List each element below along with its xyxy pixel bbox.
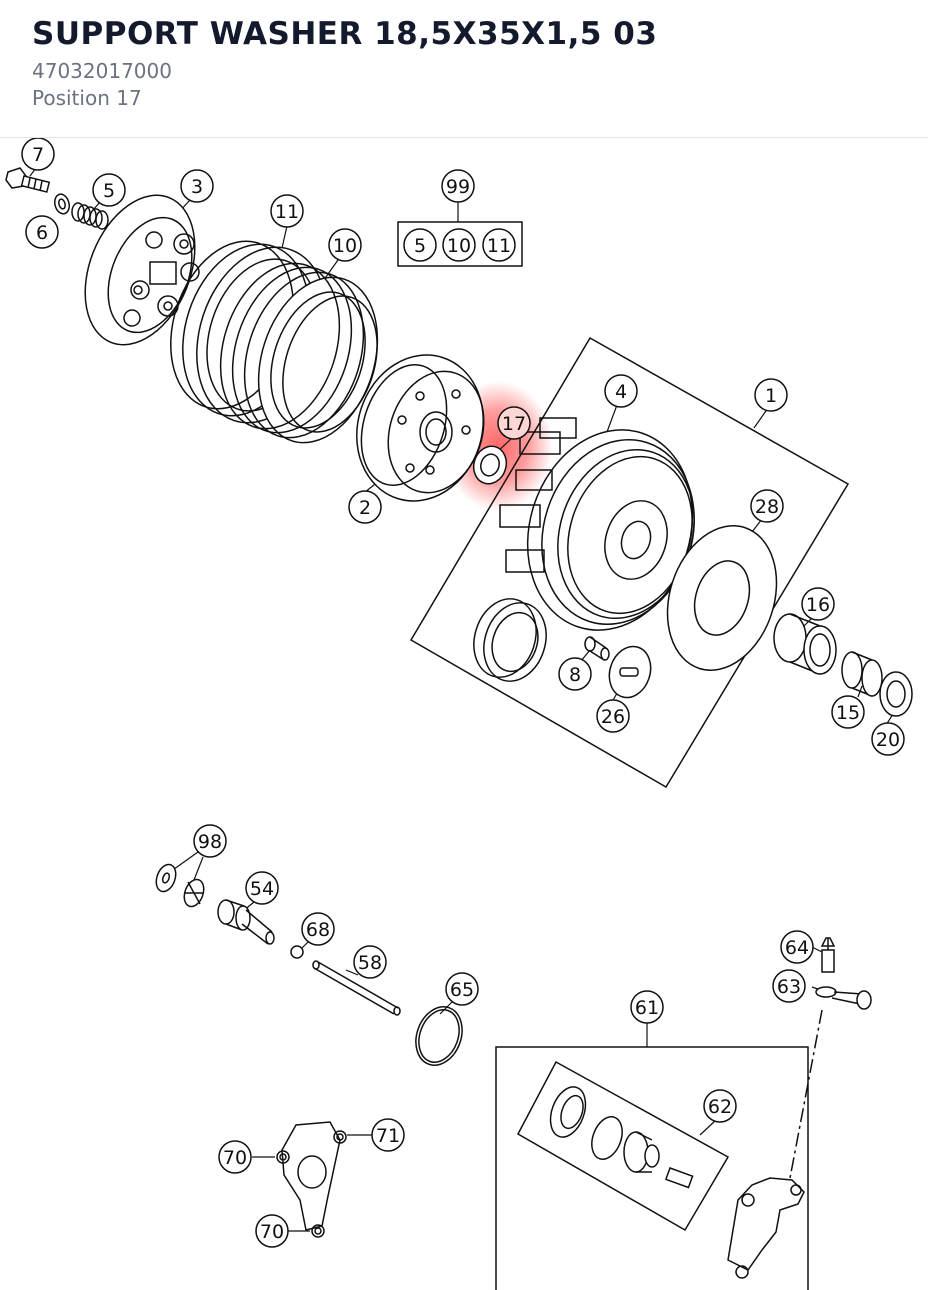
callout-20: 20: [871, 722, 905, 756]
spring-5: [71, 202, 109, 230]
primary-gear: [473, 598, 547, 682]
pin-8: [584, 636, 610, 661]
frame-62: [516, 1060, 730, 1232]
callout-7: 7: [21, 138, 55, 171]
callout-11: 11: [270, 194, 304, 228]
inner-hub-2: [356, 354, 485, 502]
callout-63: 63: [772, 969, 806, 1003]
slave-cylinder: [727, 1177, 805, 1279]
shaft-54: [217, 899, 275, 945]
svg-text:28: 28: [755, 496, 779, 518]
thrust-washer-28: [666, 525, 778, 671]
svg-text:4: 4: [615, 381, 627, 403]
cover-70-71: [276, 1121, 347, 1238]
svg-text:11: 11: [487, 235, 511, 257]
frame-clutch-basket: [409, 336, 850, 789]
callout-15: 15: [831, 695, 865, 729]
callout-1: 1: [754, 378, 788, 412]
svg-text:11: 11: [275, 201, 299, 223]
callout-61: 61: [630, 990, 664, 1024]
callout-3: 3: [180, 169, 214, 203]
callout-65: 65: [445, 972, 479, 1006]
callout-8: 8: [558, 657, 592, 691]
kit-99-box: [397, 221, 523, 267]
svg-text:63: 63: [777, 976, 801, 998]
bolt-7: [5, 167, 51, 193]
svg-text:10: 10: [333, 235, 357, 257]
svg-text:10: 10: [447, 235, 471, 257]
callout-28: 28: [750, 489, 784, 523]
sleeve-15: [841, 651, 883, 697]
svg-text:20: 20: [876, 729, 900, 751]
svg-text:68: 68: [306, 919, 330, 941]
svg-text:3: 3: [191, 176, 203, 198]
exploded-parts-diagram: 7 6 5 3 11 10 99 5 10 11 4 1 17 2 28 16 …: [5, 138, 913, 1290]
svg-text:98: 98: [198, 831, 222, 853]
svg-text:54: 54: [250, 878, 274, 900]
svg-text:16: 16: [806, 594, 830, 616]
callout-5: 5: [92, 173, 126, 207]
svg-text:70: 70: [223, 1147, 247, 1169]
svg-text:99: 99: [446, 176, 470, 198]
line-art: [5, 167, 913, 1290]
callout-4: 4: [604, 374, 638, 408]
lever-63: [815, 986, 872, 1010]
svg-text:1: 1: [765, 385, 777, 407]
svg-text:65: 65: [450, 979, 474, 1001]
pressure-plate-3: [84, 194, 200, 346]
callout-68: 68: [301, 912, 335, 946]
callout-64: 64: [780, 930, 814, 964]
frame-61: [495, 1046, 809, 1290]
svg-text:26: 26: [601, 706, 625, 728]
svg-text:6: 6: [36, 222, 48, 244]
callout-17-highlighted: 17: [497, 406, 531, 440]
part-position: Position 17: [32, 86, 142, 110]
part-title: SUPPORT WASHER 18,5X35X1,5 03: [32, 16, 658, 52]
svg-text:5: 5: [103, 180, 115, 202]
seal-kit-62: [549, 1086, 694, 1189]
part-header: SUPPORT WASHER 18,5X35X1,5 03 4703201700…: [0, 0, 928, 138]
svg-text:7: 7: [32, 144, 44, 166]
callout-70-upper: 70: [218, 1140, 252, 1174]
svg-text:70: 70: [260, 1221, 284, 1243]
svg-text:2: 2: [359, 497, 371, 519]
callout-99: 99: [441, 169, 475, 203]
svg-text:62: 62: [708, 1096, 732, 1118]
callout-labels: 7 6 5 3 11 10 99 5 10 11 4 1 17 2 28 16 …: [21, 138, 905, 1248]
kit-99-item-11: 11: [482, 228, 516, 262]
svg-text:15: 15: [836, 702, 860, 724]
bushing-16: [773, 613, 837, 675]
kit-99-item-5: 5: [403, 228, 437, 262]
callout-10: 10: [328, 228, 362, 262]
part-number: 47032017000: [32, 59, 172, 83]
svg-text:58: 58: [358, 952, 382, 974]
kit-99-item-10: 10: [442, 228, 476, 262]
callout-26: 26: [596, 699, 630, 733]
cam-26: [608, 645, 652, 699]
callout-6: 6: [25, 215, 59, 249]
svg-text:8: 8: [569, 664, 581, 686]
callout-70-lower: 70: [255, 1214, 289, 1248]
callout-98: 98: [193, 824, 227, 858]
svg-text:17: 17: [502, 413, 526, 435]
svg-text:71: 71: [376, 1125, 400, 1147]
callout-62: 62: [703, 1089, 737, 1123]
rod-58: [312, 960, 401, 1016]
callout-54: 54: [245, 871, 279, 905]
svg-text:64: 64: [785, 937, 809, 959]
callout-58: 58: [353, 945, 387, 979]
support-washer-17: [472, 445, 508, 485]
svg-text:61: 61: [635, 997, 659, 1019]
clutch-plates-10: [219, 262, 379, 444]
callout-2: 2: [348, 490, 382, 524]
bleeder-64: [820, 937, 836, 973]
svg-text:5: 5: [414, 235, 426, 257]
callout-71: 71: [371, 1118, 405, 1152]
callout-16: 16: [801, 587, 835, 621]
